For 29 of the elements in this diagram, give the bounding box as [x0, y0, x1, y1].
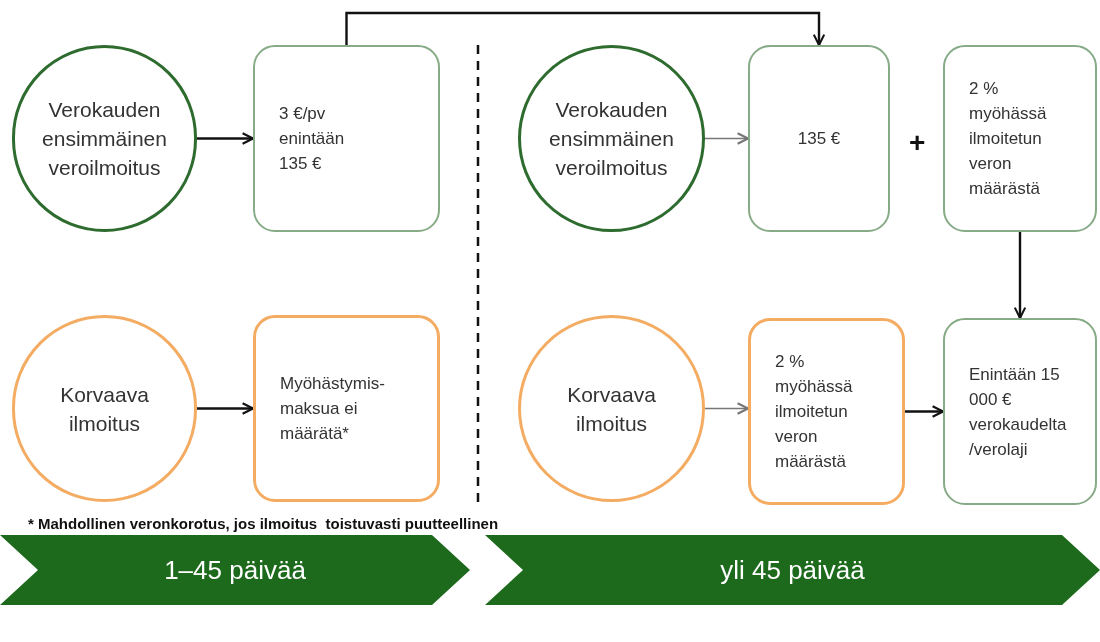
plus-sign: +	[909, 126, 926, 160]
arrow	[704, 402, 750, 415]
node-text: 135 €	[797, 128, 841, 150]
rounded-box	[253, 315, 440, 502]
chevron-banner	[485, 535, 1100, 605]
node-text: Verokauden ensimmäinen veroilmoitus	[41, 97, 168, 181]
arrow	[197, 132, 255, 145]
node-text: Enintään 15 000 € verokaudelta /verolaji	[969, 363, 1068, 461]
arrow	[704, 132, 750, 145]
arrow	[905, 405, 945, 418]
node-text: 1–45 päivää	[164, 553, 306, 587]
node-text: 3 €/pv enintään 135 €	[279, 103, 346, 175]
node-text: Verokauden ensimmäinen veroilmoitus	[548, 97, 675, 181]
node-text: Myöhästymis- maksua ei määrätä*	[280, 373, 386, 445]
node-text: 2 % myöhässä ilmoitetun veron määrästä	[775, 351, 854, 473]
rounded-box	[943, 318, 1097, 505]
node-text: yli 45 päivää	[720, 553, 865, 587]
rounded-box	[943, 45, 1097, 232]
arrow	[345, 11, 826, 47]
chevron-banner	[0, 535, 470, 605]
arrow	[197, 402, 255, 415]
node-text: Korvaava ilmoitus	[59, 381, 150, 437]
rounded-box	[748, 318, 905, 505]
arrow	[1013, 232, 1027, 320]
node-text: 2 % myöhässä ilmoitetun veron määrästä	[969, 78, 1048, 200]
rounded-box	[748, 45, 890, 232]
node-text: Korvaava ilmoitus	[566, 381, 657, 437]
rounded-box	[253, 45, 440, 232]
footnote: * Mahdollinen veronkorotus, jos ilmoitus toistuvasti puutteellinen	[28, 514, 499, 534]
